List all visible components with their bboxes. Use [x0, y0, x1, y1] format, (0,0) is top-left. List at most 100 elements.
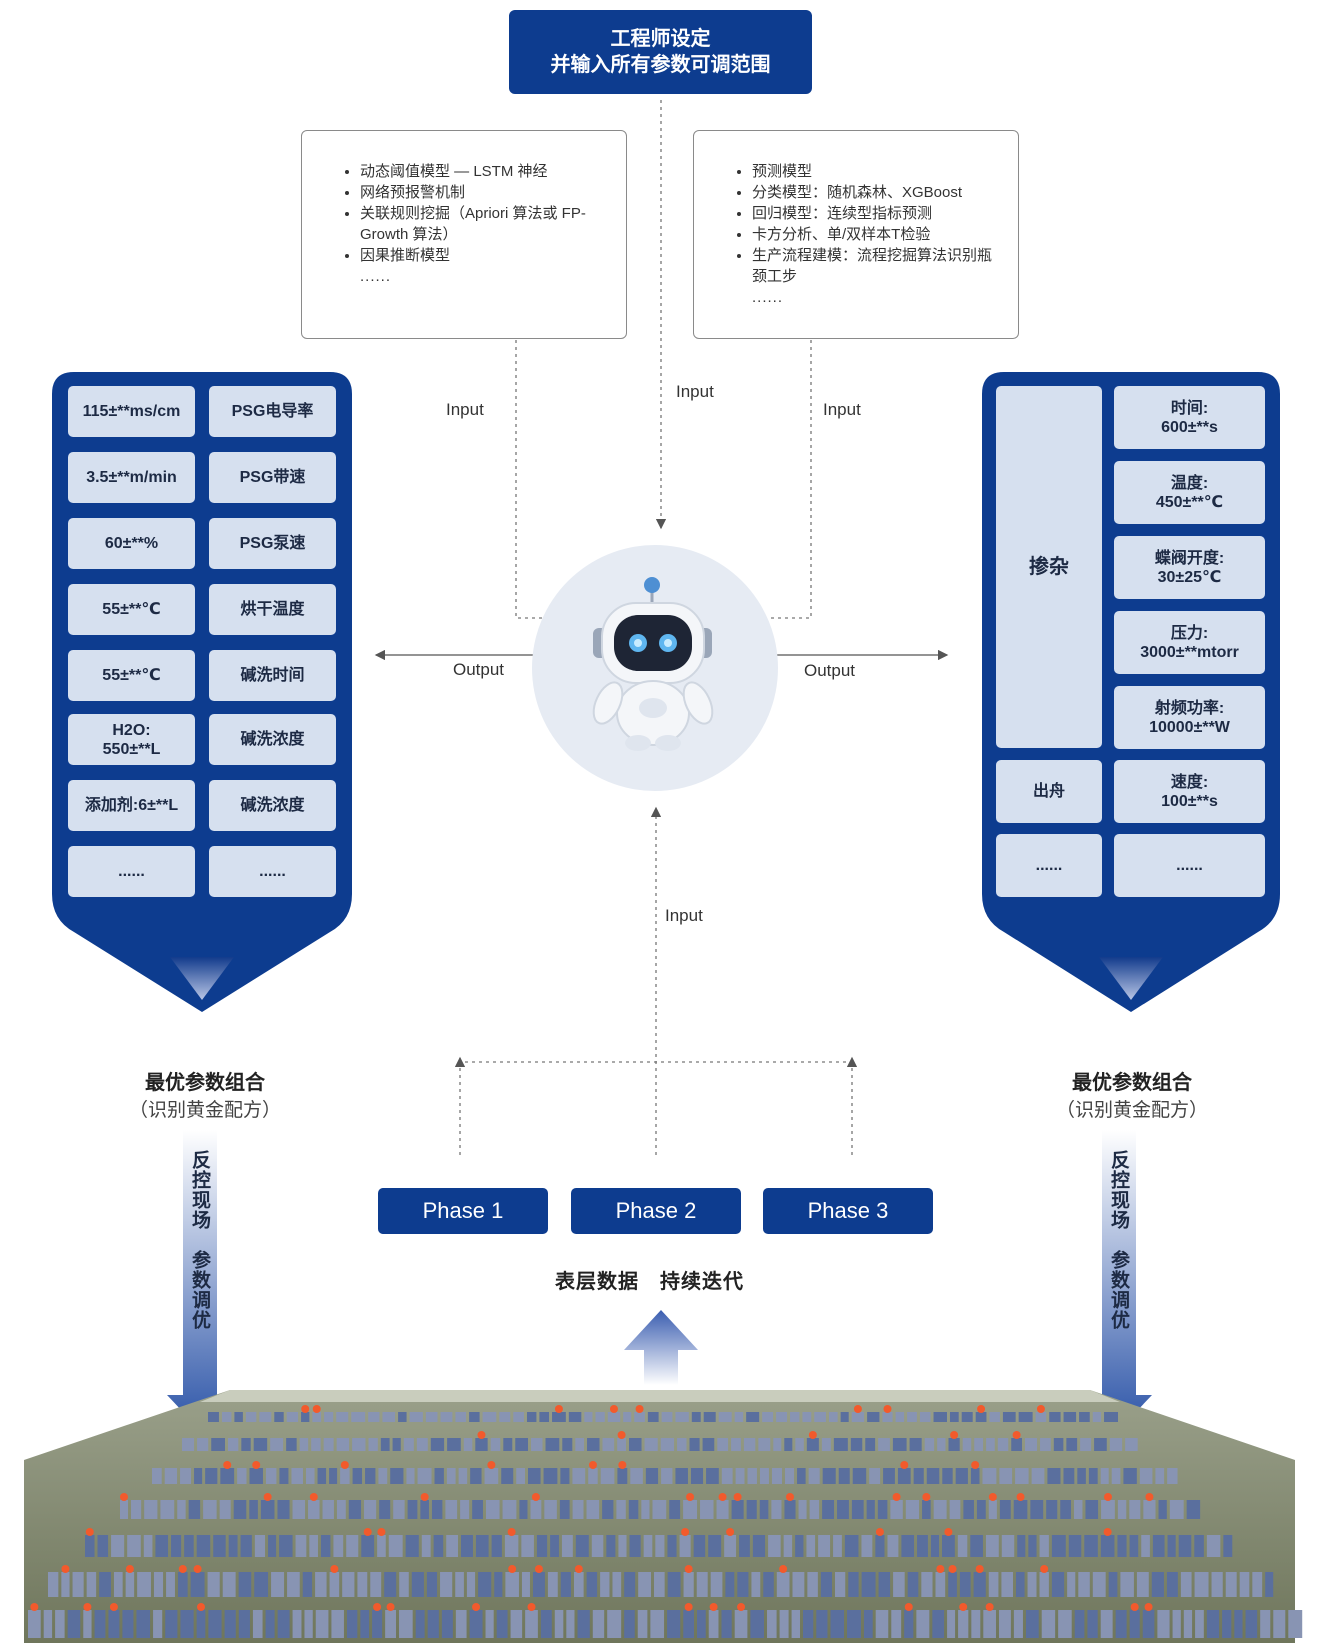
right-param-cell: 速度: 100±**s — [1114, 760, 1265, 823]
alert-light — [779, 1565, 788, 1573]
machine-unit — [568, 1412, 582, 1422]
machine-unit — [1100, 1610, 1113, 1638]
machine-unit — [848, 1572, 859, 1597]
machine-unit — [949, 1412, 959, 1422]
machine-unit — [392, 1438, 401, 1451]
machine-unit — [531, 1438, 543, 1451]
machine-unit — [315, 1610, 329, 1638]
machine-unit — [933, 1412, 947, 1422]
machine-unit — [1166, 1572, 1178, 1597]
machine-unit — [767, 1610, 777, 1638]
machine-unit — [752, 1535, 766, 1557]
machine-unit — [430, 1438, 445, 1451]
alert-light — [853, 1405, 862, 1413]
left-value-cell: 60±**% — [68, 518, 195, 569]
alert-light — [477, 1431, 486, 1439]
right-model-box: 预测模型 分类模型：随机森林、XGBoost 回归模型：连续型指标预测 卡方分析… — [693, 130, 1019, 339]
machine-unit — [974, 1438, 984, 1451]
machine-unit — [641, 1500, 650, 1519]
machine-unit — [188, 1500, 201, 1519]
phase-2-button[interactable]: Phase 2 — [571, 1188, 741, 1234]
alert-light — [726, 1528, 735, 1536]
machine-unit — [930, 1535, 940, 1557]
machine-unit — [240, 1535, 252, 1557]
machine-unit — [637, 1610, 648, 1638]
machine-unit — [807, 1572, 818, 1597]
param-value: 100±**s — [1161, 792, 1218, 810]
alert-light — [1040, 1565, 1049, 1573]
alert-light — [120, 1493, 129, 1501]
machine-unit — [602, 1438, 615, 1451]
machine-unit — [750, 1610, 765, 1638]
machine-unit — [530, 1500, 542, 1519]
machine-unit — [336, 1412, 349, 1422]
machine-unit — [763, 1572, 774, 1597]
machine-unit — [1104, 1412, 1118, 1422]
right-more-right: ...... — [1114, 834, 1265, 897]
machine-unit — [252, 1610, 263, 1638]
machine-unit — [426, 1572, 438, 1597]
machine-unit — [322, 1500, 334, 1519]
machine-unit — [617, 1438, 627, 1451]
machine-unit — [731, 1438, 741, 1451]
machine-unit — [382, 1412, 396, 1422]
machine-unit — [238, 1572, 252, 1597]
machine-unit — [852, 1468, 867, 1484]
phase-3-button[interactable]: Phase 3 — [763, 1188, 933, 1234]
machine-unit — [1222, 1610, 1232, 1638]
alert-light — [1103, 1528, 1112, 1536]
machine-unit — [279, 1468, 289, 1484]
machine-unit — [897, 1468, 911, 1484]
machine-unit — [683, 1500, 698, 1519]
machine-unit — [1109, 1438, 1123, 1451]
top-line-2: 并输入所有参数可调范围 — [550, 54, 771, 76]
machine-unit — [1080, 1438, 1092, 1451]
machine-unit — [1025, 1438, 1038, 1451]
left-param-cell: 碱洗浓度 — [209, 714, 336, 765]
left-param-cell: 烘干温度 — [209, 584, 336, 635]
machine-unit — [554, 1610, 564, 1638]
machine-unit — [1039, 1535, 1049, 1557]
machine-unit — [399, 1572, 409, 1597]
machine-unit — [249, 1500, 258, 1519]
machine-unit — [933, 1500, 947, 1519]
machine-unit — [336, 1500, 346, 1519]
machine-unit — [710, 1572, 723, 1597]
alert-light — [508, 1565, 517, 1573]
machine-unit — [1117, 1500, 1127, 1519]
machine-unit — [708, 1535, 722, 1557]
machine-unit — [963, 1500, 974, 1519]
machine-unit — [368, 1412, 380, 1422]
machine-unit — [220, 1468, 235, 1484]
machine-unit — [503, 1438, 513, 1451]
machine-unit — [521, 1535, 534, 1557]
machine-unit — [1016, 1572, 1025, 1597]
machine-unit — [932, 1610, 945, 1638]
machine-unit — [1063, 1412, 1077, 1422]
alert-light — [786, 1493, 795, 1501]
machine-unit — [208, 1412, 219, 1422]
alert-light — [252, 1461, 261, 1469]
machine-unit — [878, 1572, 891, 1597]
left-param-cell: PSG电导率 — [209, 386, 336, 437]
machine-unit — [378, 1468, 388, 1484]
left-param-cell: ...... — [209, 846, 336, 897]
machine-unit — [544, 1500, 557, 1519]
machine-unit — [1115, 1610, 1127, 1638]
machine-unit — [346, 1535, 359, 1557]
machine-unit — [469, 1610, 483, 1638]
machine-unit — [721, 1610, 732, 1638]
machine-unit — [1129, 1610, 1140, 1638]
machine-unit — [222, 1572, 236, 1597]
phase-1-button[interactable]: Phase 1 — [378, 1188, 548, 1234]
machine-unit — [759, 1500, 769, 1519]
machine-unit — [329, 1468, 338, 1484]
machine-unit — [865, 1438, 876, 1451]
machine-unit — [679, 1535, 691, 1557]
right-model-more: ...... — [752, 289, 784, 306]
machine-unit — [883, 1468, 895, 1484]
right-model-item: 生产流程建模：流程挖掘算法识别瓶颈工步 — [752, 245, 998, 287]
alert-light — [922, 1493, 931, 1501]
alert-light — [971, 1461, 980, 1469]
machine-unit — [425, 1412, 438, 1422]
